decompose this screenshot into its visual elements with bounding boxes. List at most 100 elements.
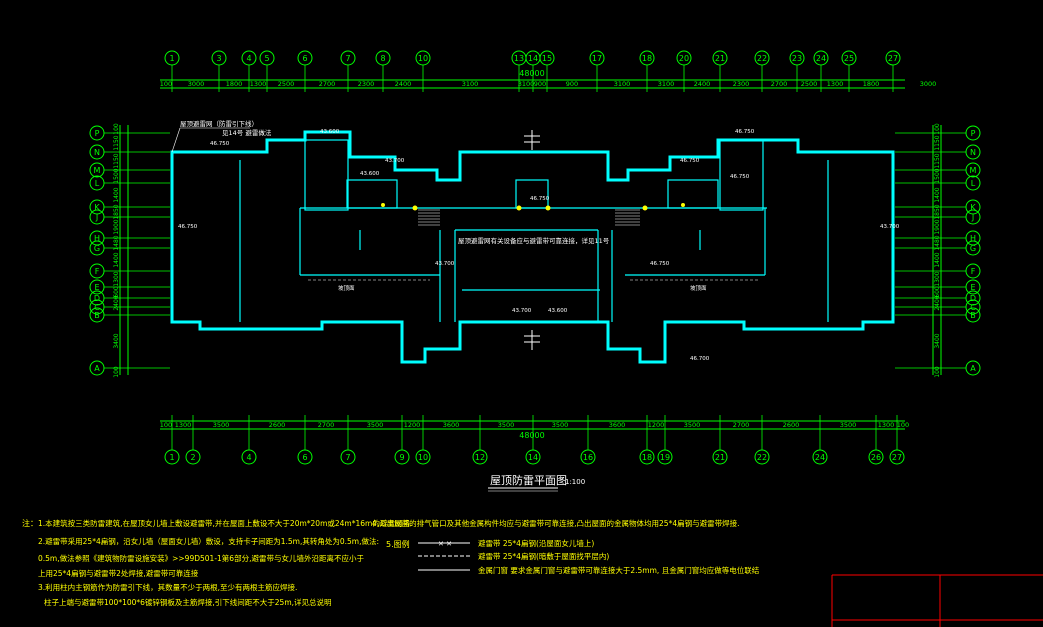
axis-label: 16 — [583, 453, 593, 462]
axis-label: M — [970, 166, 977, 175]
axis-bubble — [965, 125, 981, 141]
axis-bubble — [89, 290, 105, 306]
left-dim-value: 3400 — [113, 333, 120, 348]
annotation-group: 屋顶避雷网（防雷引下线） 见14号 避雷做法 屋顶避雷网有关设备应与避雷带可靠连… — [171, 119, 707, 292]
axis-bubble — [89, 199, 105, 215]
axis-label: 4 — [246, 54, 251, 63]
axis-bubble — [965, 199, 981, 215]
right-dim-value: 1480 — [934, 235, 941, 250]
bottom-dim-value: 1300 — [175, 421, 192, 429]
axis-label: 6 — [302, 453, 307, 462]
axis-bubble — [297, 449, 313, 465]
top-dim-value: 2300 — [733, 80, 750, 88]
axis-bubble — [885, 50, 901, 66]
axis-bubble — [89, 279, 105, 295]
bottom-dim-value: 1200 — [404, 421, 421, 429]
axis-label: 14 — [528, 453, 538, 462]
left-dim-value: 1900 — [113, 219, 120, 234]
left-dim-value: 1150 — [113, 153, 120, 168]
bottom-dim-value: 3600 — [609, 421, 626, 429]
notes-label: 注： — [22, 518, 38, 528]
axis-label: K — [970, 203, 976, 212]
elevation-label: 46.750 — [680, 158, 700, 164]
axis-label: 23 — [792, 54, 802, 63]
axis-bubble — [89, 263, 105, 279]
axis-bubble — [297, 50, 313, 66]
axis-bubble — [965, 209, 981, 225]
axis-bubble — [712, 50, 728, 66]
axis-label: 10 — [418, 54, 428, 63]
right-axis-bubbles: PNMLKJHGFEDCBA10011501150150014001850190… — [895, 123, 981, 378]
axis-bubble — [965, 175, 981, 191]
axis-bubble — [185, 449, 201, 465]
elevation-label: 46.750 — [530, 196, 550, 202]
bottom-dim-value: 3500 — [684, 421, 701, 429]
bottom-dim-value: 1300 — [878, 421, 895, 429]
axis-bubble — [89, 360, 105, 376]
bottom-dim-value: 3500 — [498, 421, 515, 429]
axis-label: J — [95, 213, 98, 222]
top-dim-value: 3000 — [188, 80, 205, 88]
legend-item-2: 避雷带 25*4扁钢(暗敷于屋面找平层内) — [478, 551, 609, 561]
stair-right — [615, 209, 640, 226]
axis-bubble — [868, 449, 884, 465]
axis-bubble — [965, 299, 981, 315]
axis-bubble — [89, 240, 105, 256]
axis-bubble — [965, 240, 981, 256]
axis-bubble — [89, 162, 105, 178]
axis-label: 1 — [169, 54, 174, 63]
top-dim-value: 2700 — [771, 80, 788, 88]
roof-perimeter — [170, 130, 895, 364]
top-dim-value: 1300 — [827, 80, 844, 88]
legend-item-1: 避雷带 25*4扁钢(沿屋面女儿墙上) — [478, 538, 594, 548]
bottom-dim-value: 3500 — [367, 421, 384, 429]
axis-label: 7 — [345, 453, 350, 462]
left-dimension-chain — [119, 125, 129, 375]
axis-bubble — [89, 230, 105, 246]
axis-label: M — [94, 166, 101, 175]
top-dim-value: 2400 — [395, 80, 412, 88]
axis-bubble — [965, 144, 981, 160]
axis-label: 25 — [844, 54, 854, 63]
top-dim-value: 3100 — [462, 80, 479, 88]
annotation-slope-right: 坡顶面 — [690, 284, 707, 292]
axis-label: 24 — [815, 453, 825, 462]
axis-bubble — [415, 50, 431, 66]
axis-label: B — [970, 311, 976, 320]
axis-label: J — [971, 213, 974, 222]
elevation-label: 43.700 — [880, 224, 900, 230]
note-line-5: 3.利用柱内主钢筋作为防雷引下线，其数量不少于两根,至少有两根主筋应焊接. — [38, 582, 297, 592]
elevation-labels: 46.75043.60043.70046.75043.60043.70043.7… — [178, 129, 900, 362]
annotation-slope-left: 坡顶面 — [338, 284, 355, 292]
bottom-dim-value: 2700 — [733, 421, 750, 429]
axis-label: N — [94, 148, 100, 157]
axis-label: B — [94, 311, 100, 320]
axis-label: 24 — [816, 54, 826, 63]
top-dim-value: 100 — [160, 80, 172, 88]
axis-label: 3 — [216, 54, 221, 63]
axis-label: H — [94, 234, 100, 243]
axis-label: 18 — [642, 54, 652, 63]
elevation-label: 46.750 — [650, 261, 670, 267]
bottom-dimension-chain — [160, 420, 905, 430]
axis-bubble — [89, 125, 105, 141]
axis-bubble — [89, 307, 105, 323]
annotation-detail: 见14号 避雷做法 — [222, 128, 272, 137]
right-dim-value: 1300 — [934, 271, 941, 286]
elevation-label: 43.700 — [512, 308, 532, 314]
axis-bubble — [241, 50, 257, 66]
axis-label: 18 — [642, 453, 652, 462]
legend-x-mark: ✕ ✕ — [438, 540, 452, 548]
right-dim-value: 100 — [934, 123, 941, 135]
axis-label: D — [970, 294, 976, 303]
drawing-title: 屋顶防雷平面图 — [490, 473, 567, 487]
top-dim-value: 2500 — [801, 80, 818, 88]
axis-label: 26 — [871, 453, 881, 462]
axis-bubble — [525, 449, 541, 465]
left-dim-value: 1850 — [113, 204, 120, 219]
right-dim-value: 1400 — [934, 252, 941, 267]
axis-bubble — [89, 144, 105, 160]
bottom-dim-value: 3500 — [552, 421, 569, 429]
bottom-dim-value: 2600 — [269, 421, 286, 429]
